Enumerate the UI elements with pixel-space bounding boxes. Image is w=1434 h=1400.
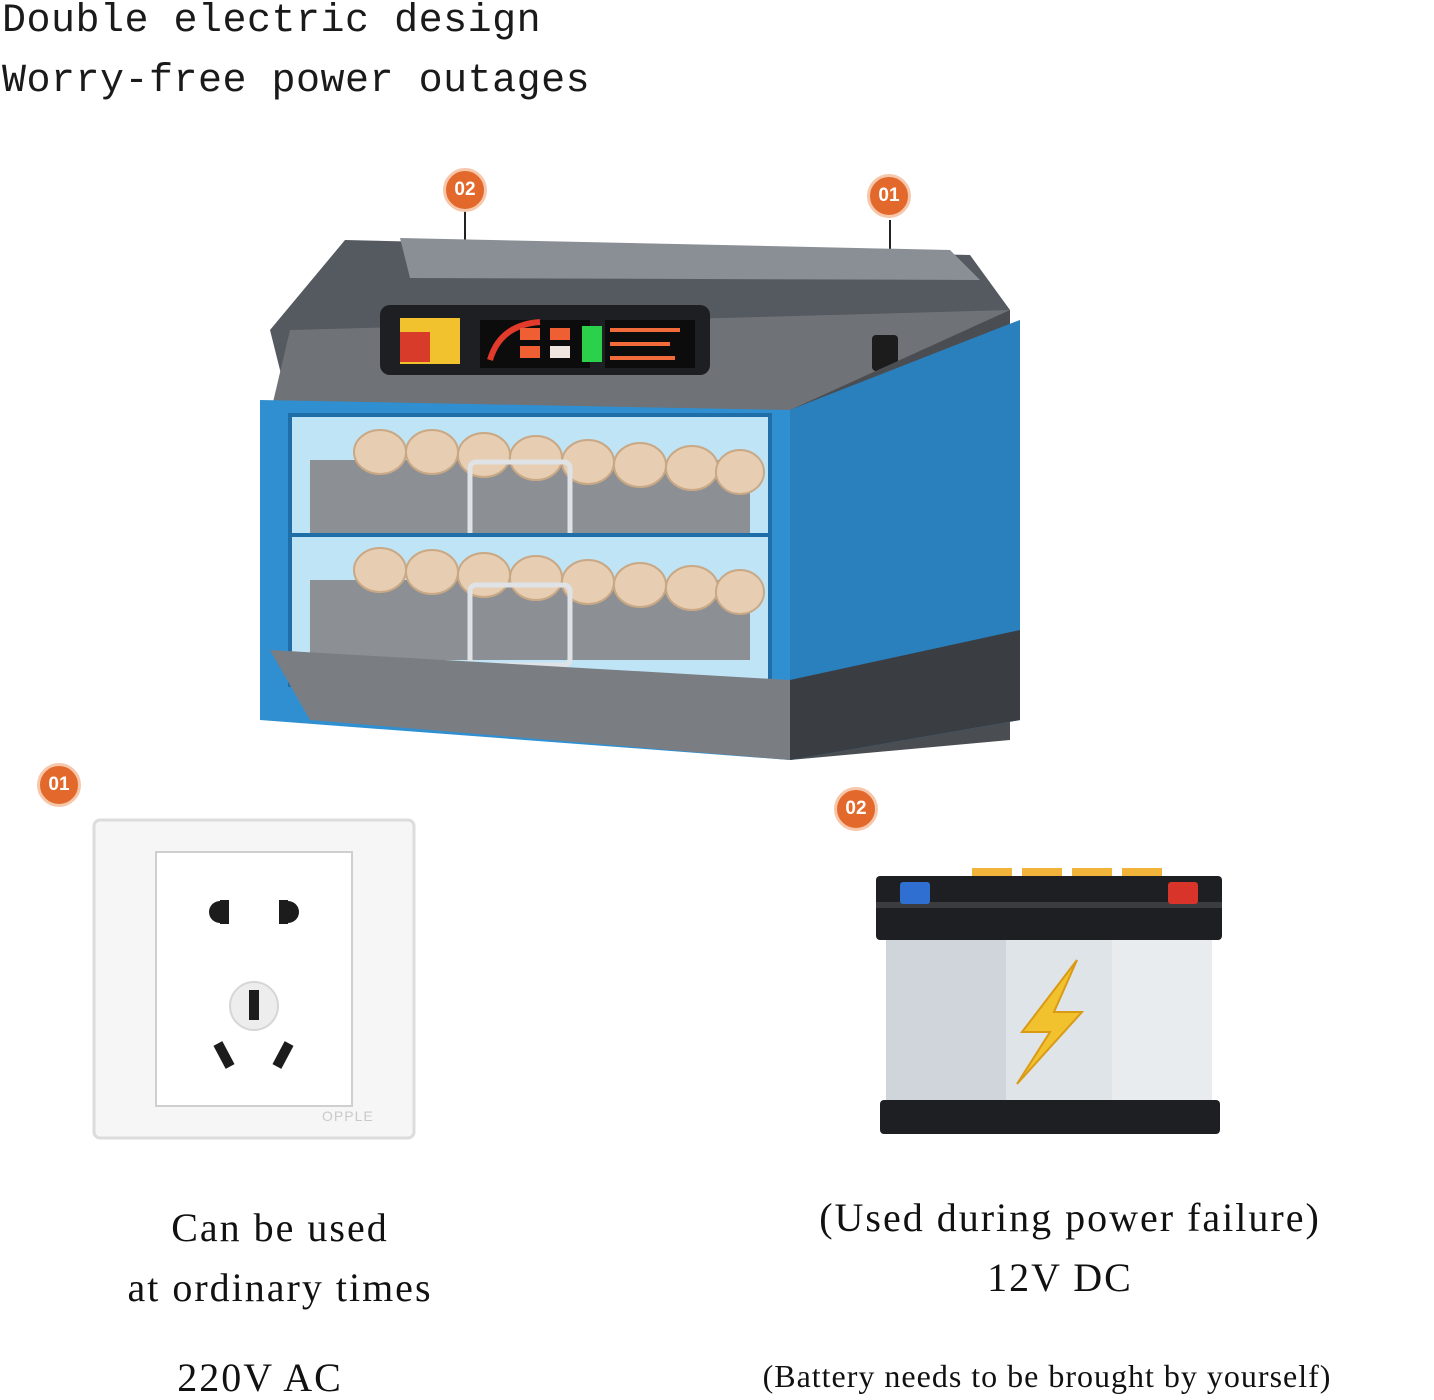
callout-badge-ac-port: 01 — [867, 174, 911, 218]
battery-illustration — [872, 862, 1224, 1138]
outlet-voltage: 220V AC — [177, 1355, 343, 1400]
callout-badge-battery-port: 02 — [443, 168, 487, 212]
headline-line-1: Double electric design — [2, 0, 542, 44]
outlet-caption-line-1: Can be used — [171, 1205, 389, 1250]
battery-voltage: 12V DC — [987, 1255, 1133, 1300]
wall-outlet-illustration — [92, 818, 417, 1143]
headline-line-2: Worry-free power outages — [2, 59, 591, 104]
outlet-brand: OPPLE — [322, 1108, 374, 1124]
callout-badge-battery: 02 — [834, 787, 878, 831]
callout-badge-outlet: 01 — [37, 763, 81, 807]
battery-caption-line-1: (Used during power failure) — [819, 1195, 1321, 1240]
battery-note: (Battery needs to be brought by yourself… — [762, 1358, 1332, 1394]
incubator-illustration — [250, 160, 1030, 780]
outlet-caption-line-2: at ordinary times — [127, 1265, 433, 1310]
